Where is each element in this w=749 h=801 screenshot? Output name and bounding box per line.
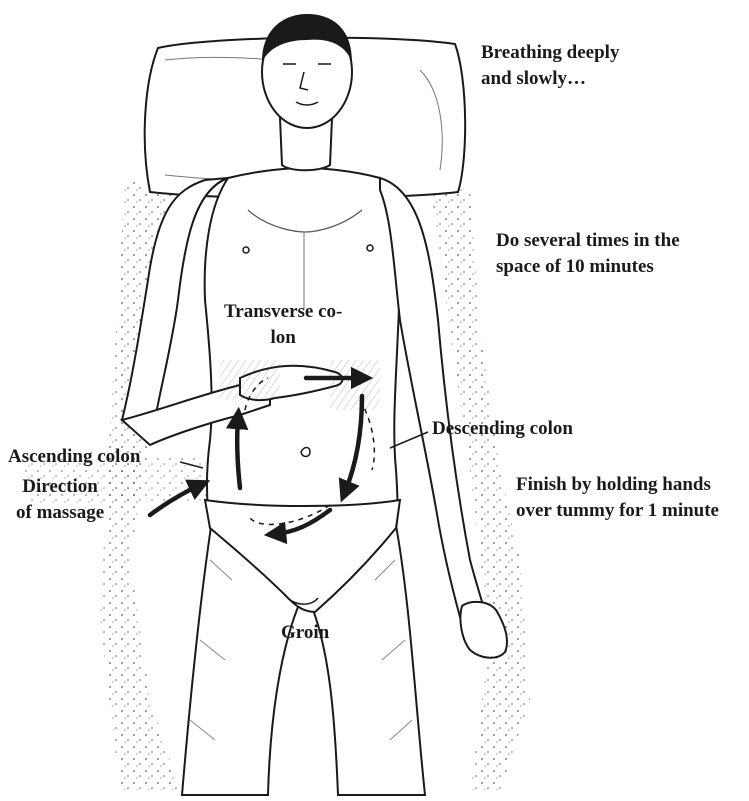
direction-line-2: of massage bbox=[16, 500, 104, 526]
descending-colon-text: Descending colon bbox=[432, 416, 573, 442]
groin-text: Groin bbox=[281, 620, 329, 646]
descending-colon-label: Descending colon bbox=[432, 416, 573, 442]
transverse-colon-line-2: lon bbox=[224, 325, 342, 351]
transverse-colon-label: Transverse co- lon bbox=[224, 299, 342, 350]
finish-note-line-2: over tummy for 1 minute bbox=[516, 498, 719, 524]
repeat-note-line-2: space of 10 minutes bbox=[496, 254, 680, 280]
ascending-colon-label: Ascending colon bbox=[8, 444, 141, 470]
ascending-colon-text: Ascending colon bbox=[8, 444, 141, 470]
transverse-colon-line-1: Transverse co- bbox=[224, 299, 342, 325]
groin-label: Groin bbox=[281, 620, 329, 646]
direction-line-1: Direction bbox=[16, 474, 104, 500]
breathing-note-line-1: Breathing deeply bbox=[481, 40, 619, 66]
finish-note-line-1: Finish by holding hands bbox=[516, 472, 719, 498]
direction-of-massage-label: Direction of massage bbox=[16, 474, 104, 525]
repeat-note: Do several times in the space of 10 minu… bbox=[496, 228, 680, 279]
repeat-note-line-1: Do several times in the bbox=[496, 228, 680, 254]
arrow-ascending bbox=[237, 418, 240, 488]
breathing-note: Breathing deeply and slowly… bbox=[481, 40, 619, 91]
breathing-note-line-2: and slowly… bbox=[481, 66, 619, 92]
finish-note: Finish by holding hands over tummy for 1… bbox=[516, 472, 719, 523]
